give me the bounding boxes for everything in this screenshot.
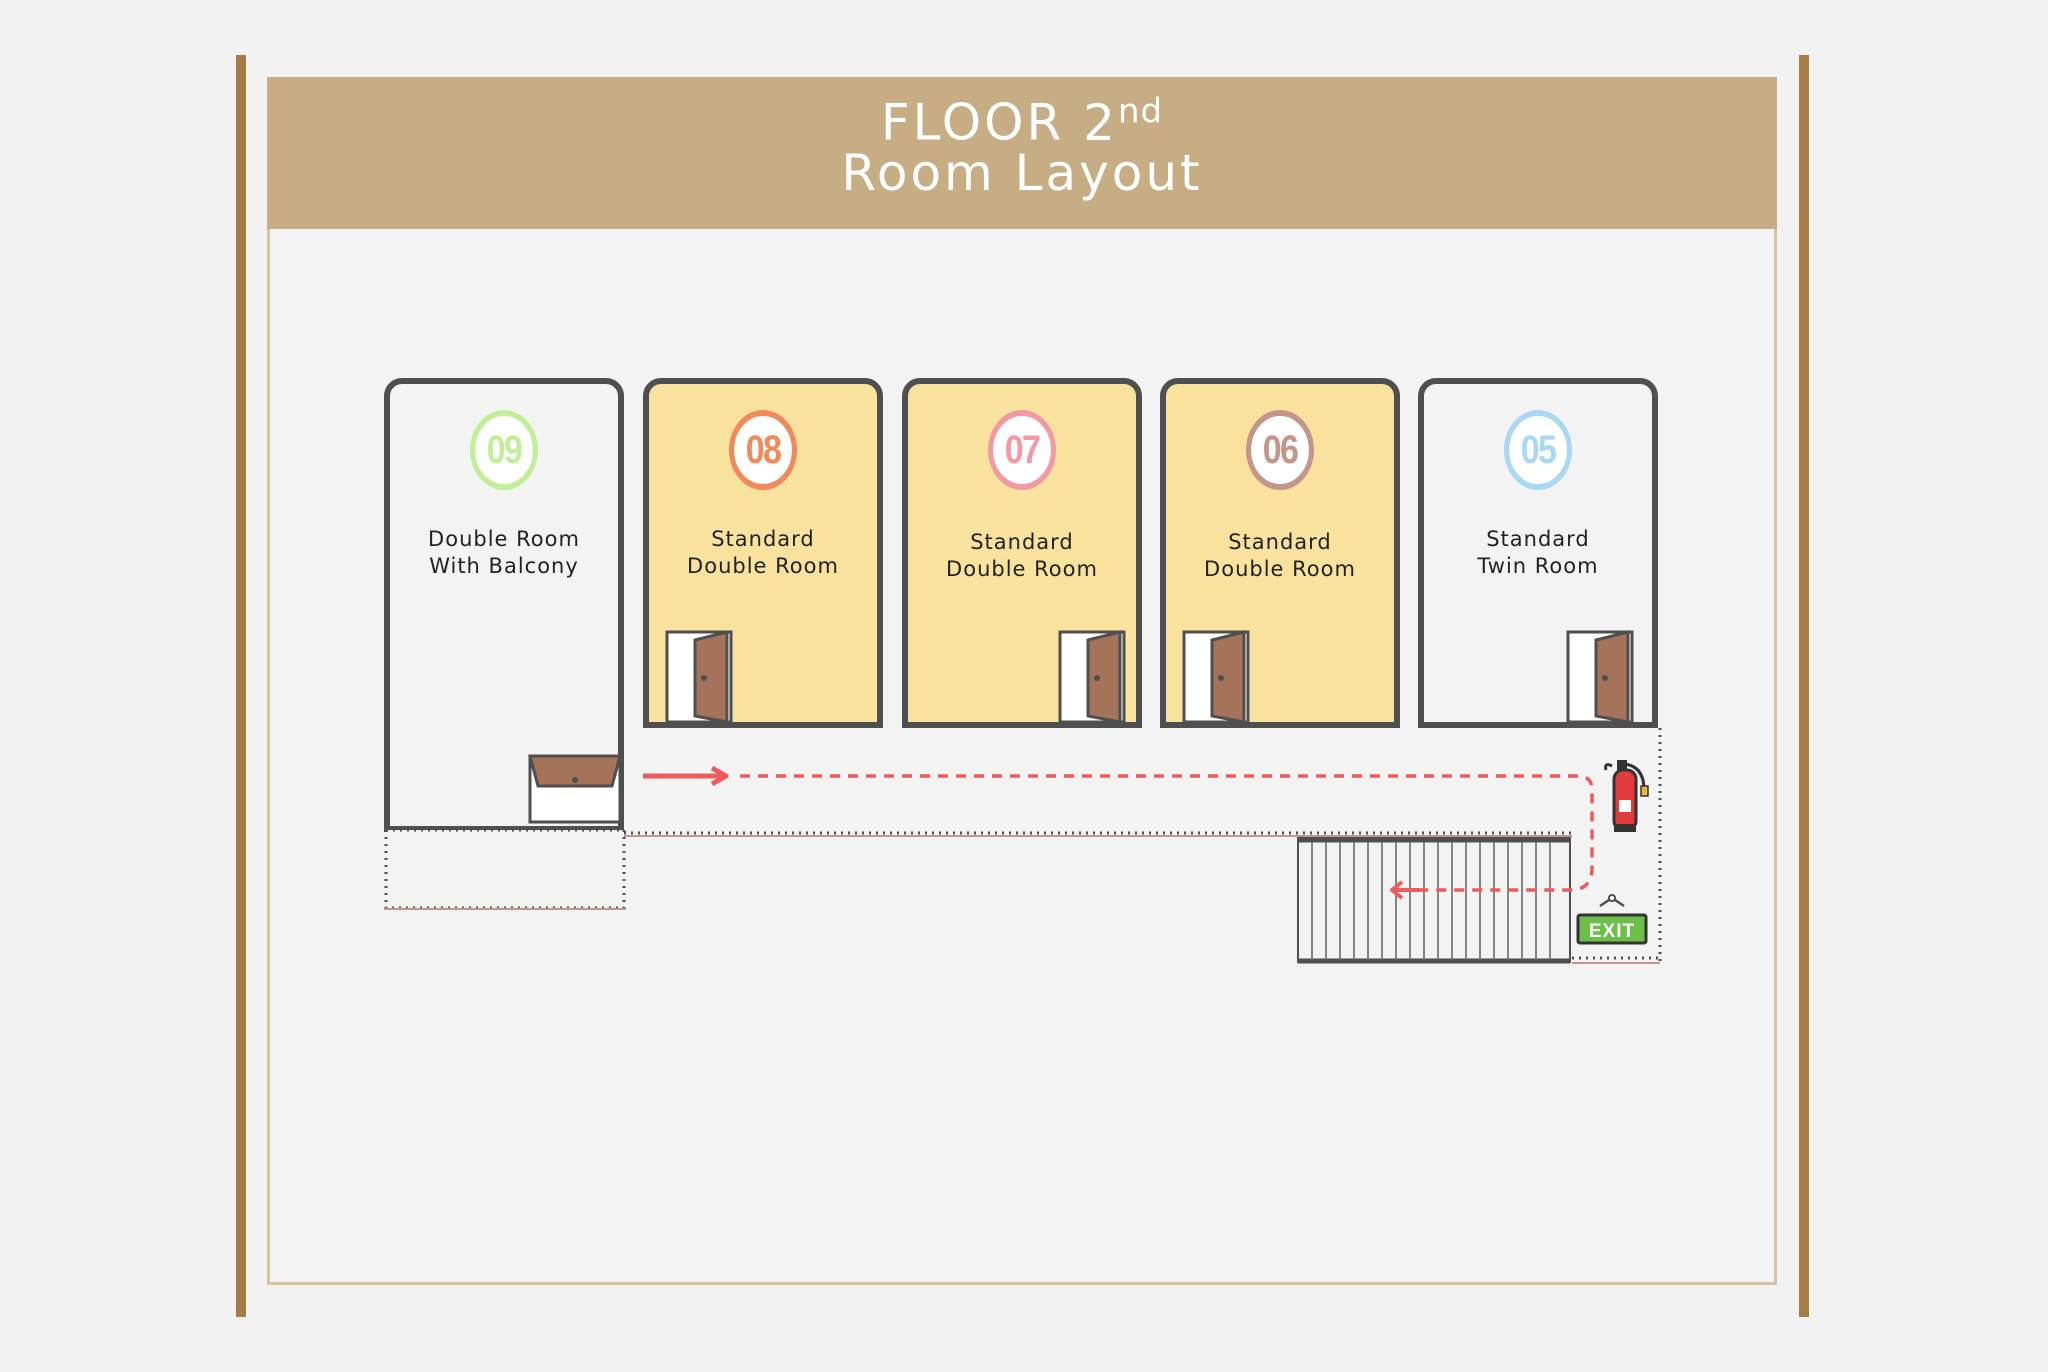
room-09[interactable]: 09 Double Room With Balcony (384, 378, 624, 832)
room-07[interactable]: 07 Standard Double Room (902, 378, 1142, 728)
floor-header: FLOOR 2nd Room Layout (267, 77, 1777, 229)
room-05[interactable]: 05 Standard Twin Room (1418, 378, 1658, 728)
room-name: Double Room With Balcony (390, 526, 618, 580)
room-name-line2: Double Room (1204, 557, 1356, 581)
room-name: Standard Twin Room (1424, 526, 1652, 580)
right-wooden-post (1799, 55, 1809, 1317)
floor-number-suffix: nd (1117, 91, 1164, 131)
door-icon (1182, 630, 1250, 722)
corridor-wall (624, 728, 1662, 964)
room-number-badge: 09 (470, 410, 538, 490)
left-wooden-post (236, 55, 246, 1317)
room-name-line1: Double Room (428, 527, 580, 551)
room-name: Standard Double Room (1166, 529, 1394, 583)
evacuation-route (643, 765, 1594, 900)
room-name: Standard Double Room (908, 529, 1136, 583)
room-name-line1: Standard (970, 530, 1074, 554)
room-08[interactable]: 08 Standard Double Room (643, 378, 883, 728)
room-number-badge: 06 (1246, 410, 1314, 490)
room-name: Standard Double Room (649, 526, 877, 580)
door-icon (528, 754, 622, 824)
door-icon (1566, 630, 1634, 722)
room-name-line1: Standard (1228, 530, 1332, 554)
balcony-area (384, 828, 626, 910)
floor-number: 2nd (1083, 91, 1164, 152)
door-icon (1058, 630, 1126, 722)
room-name-line2: With Balcony (429, 554, 579, 578)
room-name-line1: Standard (711, 527, 815, 551)
page-subtitle: Room Layout (841, 144, 1203, 202)
stairs-icon (1297, 837, 1571, 964)
room-number-badge: 07 (988, 410, 1056, 490)
exit-sign-label: EXIT (1589, 921, 1635, 942)
floor-word: FLOOR (880, 93, 1065, 152)
room-number-badge: 05 (1504, 410, 1572, 490)
room-name-line2: Double Room (687, 554, 839, 578)
door-icon (665, 630, 733, 722)
fire-extinguisher-icon (1604, 760, 1649, 832)
room-name-line2: Double Room (946, 557, 1098, 581)
room-06[interactable]: 06 Standard Double Room (1160, 378, 1400, 728)
room-name-line2: Twin Room (1477, 554, 1599, 578)
room-name-line1: Standard (1486, 527, 1590, 551)
room-number-badge: 08 (729, 410, 797, 490)
exit-sign: EXIT (1576, 894, 1648, 945)
page-title: FLOOR 2nd (267, 91, 1777, 152)
